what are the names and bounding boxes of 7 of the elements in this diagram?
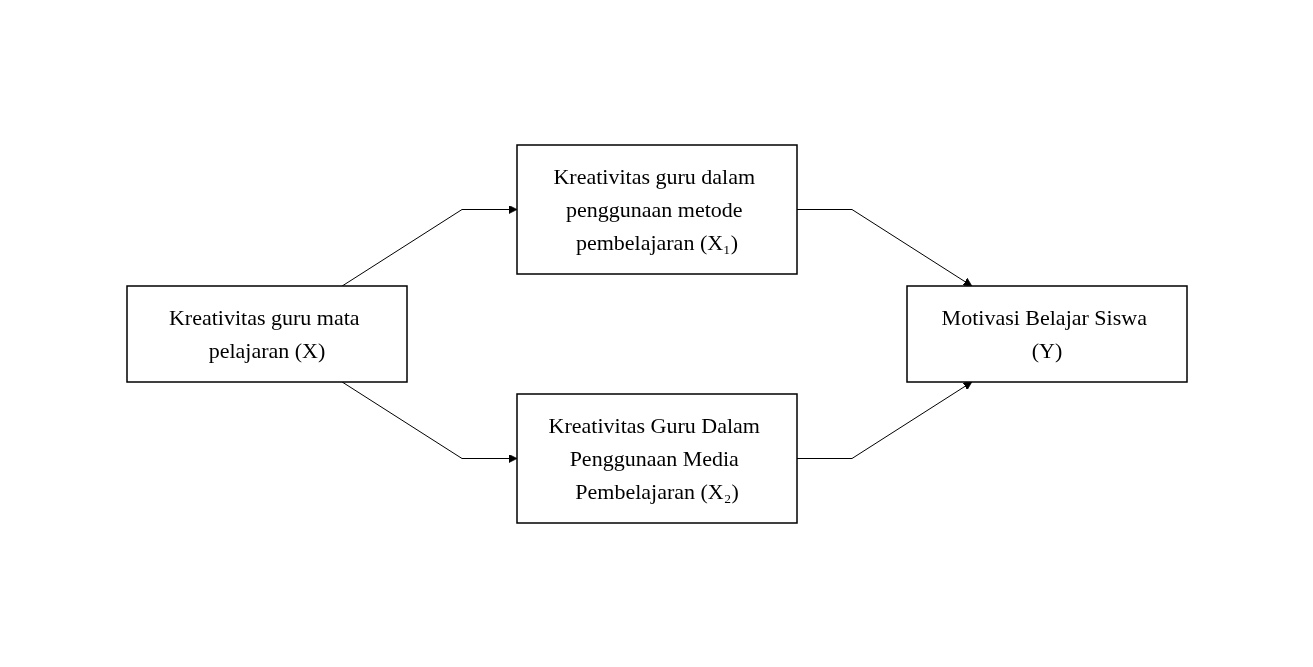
arrow [341,381,517,463]
node-box: Motivasi Belajar Siswa (Y) [905,284,1188,383]
node-box: Kreativitas guru mata pelajaran (X) [125,284,408,383]
arrow [796,381,972,459]
node-box: Kreativitas guru dalam penggunaan metode pembelajaran (X₁) [515,143,798,275]
node-box: Kreativitas Guru Dalam Penggunaan Media Pembelajaran (X₂) [515,392,798,524]
arrow [796,208,972,286]
